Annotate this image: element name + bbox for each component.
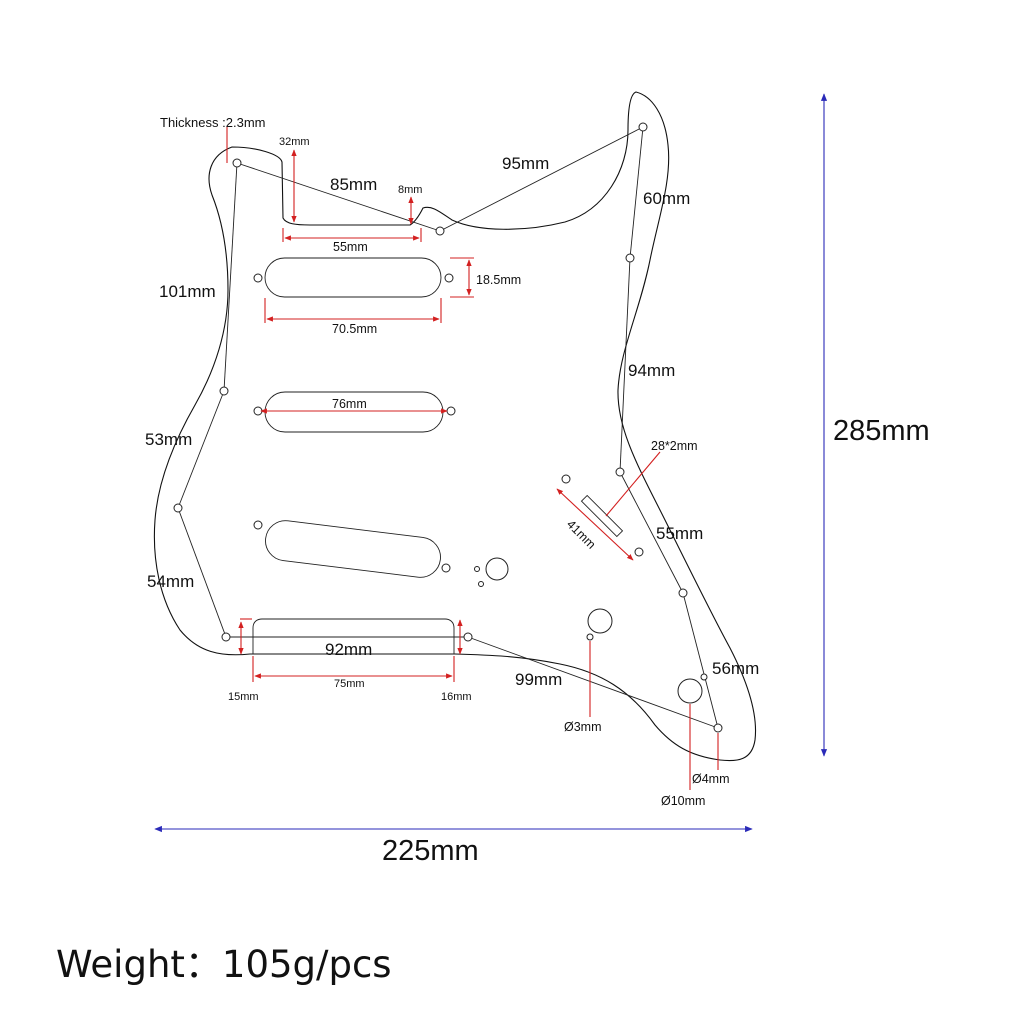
- small-hole: [478, 581, 484, 587]
- neck-pickup-height-label: 18.5mm: [476, 273, 521, 287]
- weight-label: Weight：105g/pcs: [56, 943, 392, 986]
- small-hole-diameter-label: Ø3mm: [564, 720, 602, 734]
- small-hole: [586, 633, 594, 641]
- span-53-label: 53mm: [145, 430, 192, 449]
- span-54-label: 54mm: [147, 572, 194, 591]
- span-94-label: 94mm: [628, 361, 675, 380]
- tone-pot-hole: [587, 608, 613, 634]
- switch-slot-size-label: 28*2mm: [651, 439, 698, 453]
- top-slot-width-label: 55mm: [333, 240, 368, 254]
- overall-height-label: 285mm: [833, 415, 930, 447]
- neck-pickup-cutout: [264, 257, 442, 298]
- red-dimension-lines: [226, 127, 719, 790]
- span-101-label: 101mm: [159, 282, 216, 301]
- jack-hole: [677, 678, 703, 704]
- top-slot-height-label: 32mm: [279, 136, 310, 148]
- bottom-slot-cutout: [252, 618, 455, 654]
- top-slot-notch-label: 8mm: [398, 184, 422, 196]
- span-95-label: 95mm: [502, 154, 549, 173]
- large-hole-diameter-label: Ø10mm: [661, 794, 705, 808]
- neck-pickup-length-label: 70.5mm: [332, 322, 377, 336]
- thickness-label: Thickness :2.3mm: [160, 115, 265, 130]
- screw-hole-diameter-label: Ø4mm: [692, 772, 730, 786]
- bridge-pickup-cutout: [265, 520, 441, 578]
- screw-holes: [173, 122, 723, 733]
- span-85-label: 85mm: [330, 175, 377, 194]
- span-55-label: 55mm: [656, 524, 703, 543]
- small-hole: [474, 566, 480, 572]
- overall-width-label: 225mm: [382, 835, 479, 867]
- middle-pickup-length-label: 76mm: [332, 397, 367, 411]
- span-99-label: 99mm: [515, 670, 562, 689]
- bottom-slot-right-label: 16mm: [441, 691, 472, 703]
- bottom-slot-left-label: 15mm: [228, 691, 259, 703]
- span-92-label: 92mm: [325, 640, 372, 659]
- pickguard-outline: [153, 91, 757, 762]
- span-56-label: 56mm: [712, 659, 759, 678]
- bottom-slot-width-label: 75mm: [334, 678, 365, 690]
- volume-pot-hole: [485, 557, 509, 581]
- span-60-label: 60mm: [643, 189, 690, 208]
